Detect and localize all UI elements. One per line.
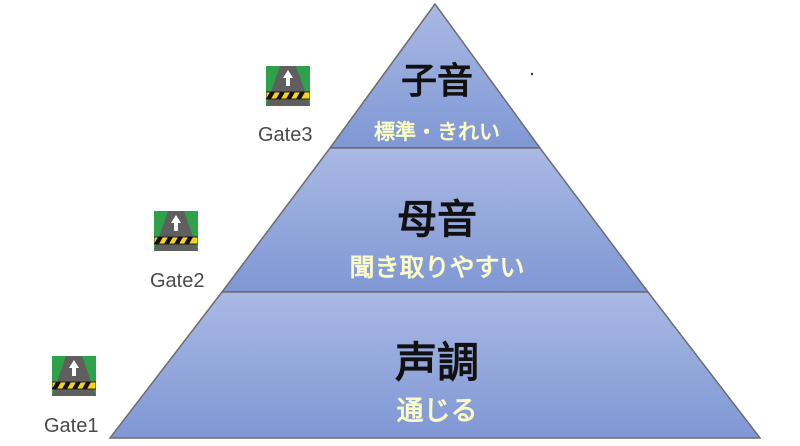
level-subtitle-tone: 通じる (397, 396, 478, 427)
gate-label-3: Gate3 (258, 124, 313, 146)
level-title-consonant: 子音 (401, 61, 473, 102)
road-barrier-arrow-icon (52, 356, 96, 396)
road-barrier-arrow-icon (154, 211, 198, 251)
gate-label-1: Gate1 (44, 415, 99, 437)
gate-label-2: Gate2 (150, 270, 205, 292)
level-title-vowel: 母音 (397, 197, 477, 243)
level-subtitle-consonant: 標準・きれい (374, 120, 500, 144)
road-barrier-arrow-icon (266, 66, 310, 106)
stray-dot (530, 72, 534, 76)
level-subtitle-vowel: 聞き取りやすい (349, 253, 524, 282)
level-title-tone: 声調 (395, 338, 479, 387)
pyramid-tier-bottom (108, 291, 762, 439)
